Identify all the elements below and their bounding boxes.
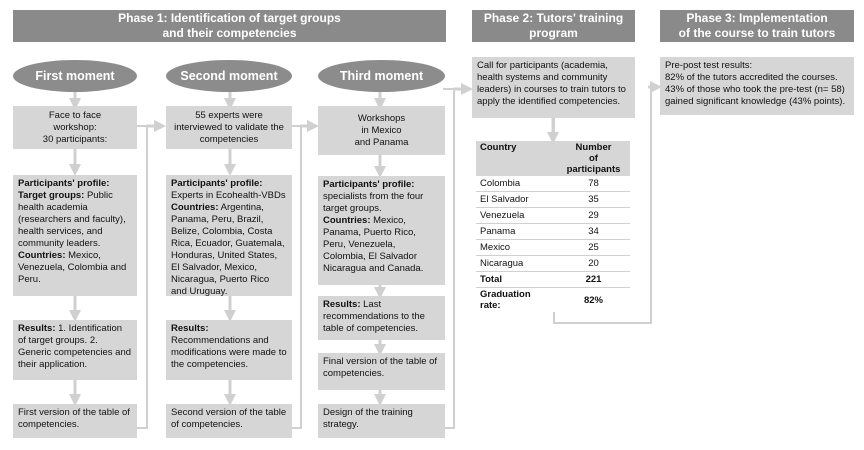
workshop-text: Face to face workshop: 30 participants: xyxy=(42,109,108,145)
results-text: Recommendations and modifications were m… xyxy=(171,335,287,370)
second-version-text: Second version of the table of competenc… xyxy=(171,407,287,430)
countries-text: Mexico, Venezuela, Colombia and Peru. xyxy=(18,250,127,285)
third-moment-results-box: Results: Last recommendations to the tab… xyxy=(318,296,445,340)
first-version-box: First version of the table of competenci… xyxy=(13,404,137,438)
second-moment-results-box: Results: Recommendations and modificatio… xyxy=(166,320,292,380)
total-label: Total xyxy=(476,271,557,288)
countries-label: Countries: xyxy=(171,202,219,213)
connector-col2-col3 xyxy=(290,125,302,429)
results-label: Results: xyxy=(323,299,361,310)
countries-text: Argentina, Panama, Peru, Brazil, Belize,… xyxy=(171,202,285,297)
profile-heading: Participants' profile: xyxy=(18,178,110,189)
second-version-box: Second version of the table of competenc… xyxy=(166,404,292,438)
phase3-results-box: Pre-post test results: 82% of the tutors… xyxy=(660,57,854,115)
final-version-text: Final version of the table of competenci… xyxy=(323,356,438,379)
count-cell: 78 xyxy=(556,176,630,192)
results-label: Results: xyxy=(18,323,56,334)
second-moment-profile-box: Participants' profile: Experts in Ecohea… xyxy=(166,175,292,297)
count-cell: 29 xyxy=(556,207,630,224)
results-line-3: 43% of those who took the pre-test (n= 5… xyxy=(665,84,846,107)
count-cell: 34 xyxy=(556,223,630,240)
second-moment-ellipse: Second moment xyxy=(166,60,292,92)
call-text: Call for participants (academia, health … xyxy=(477,60,626,107)
country-cell: El Salvador xyxy=(476,191,557,208)
phase1-header: Phase 1: Identification of target groups… xyxy=(13,10,446,42)
target-groups-label: Target groups: xyxy=(18,190,85,201)
target-groups-text: Public health academia (researchers and … xyxy=(18,190,126,249)
profile-heading: Participants' profile: xyxy=(171,178,263,189)
experts-text: 55 experts were interviewed to validate … xyxy=(174,109,284,145)
first-version-text: First version of the table of competenci… xyxy=(18,407,130,430)
design-strategy-box: Design of the training strategy. xyxy=(318,404,445,438)
profile-text: Experts in Ecohealth-VBDs xyxy=(171,190,286,201)
workshops-text: Workshops in Mexico and Panama xyxy=(354,112,409,148)
countries-text: Mexico, Panama, Puerto Rico, Peru, Venez… xyxy=(323,215,424,274)
profile-heading: Participants' profile: xyxy=(323,179,415,190)
results-text: Last recommendations to the table of com… xyxy=(323,299,425,334)
results-line-1: Pre-post test results: xyxy=(665,60,753,71)
country-cell: Colombia xyxy=(476,176,557,192)
country-cell: Venezuela xyxy=(476,207,557,224)
connector-col1-col2 xyxy=(136,125,148,429)
count-cell: 25 xyxy=(556,239,630,256)
country-cell: Nicaragua xyxy=(476,255,557,272)
second-moment-experts-box: 55 experts were interviewed to validate … xyxy=(166,106,292,149)
third-moment-ellipse: Third moment xyxy=(318,60,445,92)
graduation-row: Graduation rate:82% xyxy=(476,287,630,312)
phase2-header: Phase 2: Tutors' training program xyxy=(472,10,635,42)
first-moment-workshop-box: Face to face workshop: 30 participants: xyxy=(13,106,137,149)
phase3-header: Phase 3: Implementation of the course to… xyxy=(660,10,854,42)
countries-label: Countries: xyxy=(18,250,66,261)
country-cell: Mexico xyxy=(476,239,557,256)
results-line-2: 82% of the tutors accredited the courses… xyxy=(665,72,838,83)
number-column-header: Number of participants xyxy=(566,142,621,175)
count-cell: 20 xyxy=(556,255,630,272)
graduation-label: Graduation rate: xyxy=(476,287,557,312)
country-column-header: Country xyxy=(480,142,517,153)
first-moment-profile-box: Participants' profile: Target groups: Pu… xyxy=(13,175,137,296)
connector-col3-phase2 xyxy=(443,88,455,429)
final-version-box: Final version of the table of competenci… xyxy=(318,353,445,390)
countries-label: Countries: xyxy=(323,215,371,226)
count-cell: 35 xyxy=(556,191,630,208)
design-strategy-text: Design of the training strategy. xyxy=(323,407,413,430)
call-for-participants-box: Call for participants (academia, health … xyxy=(472,57,635,118)
third-moment-workshops-box: Workshops in Mexico and Panama xyxy=(318,106,445,155)
results-label: Results: xyxy=(171,323,209,334)
first-moment-results-box: Results: 1. Identification of target gro… xyxy=(13,320,137,380)
third-moment-profile-box: Participants' profile: specialists from … xyxy=(318,176,445,285)
profile-text: specialists from the four target groups. xyxy=(323,191,424,214)
results-text: 1. Identification of target groups. 2. G… xyxy=(18,323,132,370)
total-value: 221 xyxy=(556,271,630,288)
country-cell: Panama xyxy=(476,223,557,240)
first-moment-ellipse: First moment xyxy=(13,60,137,92)
graduation-value: 82% xyxy=(556,287,630,312)
table-header-row: Country Number of participants xyxy=(476,141,630,176)
